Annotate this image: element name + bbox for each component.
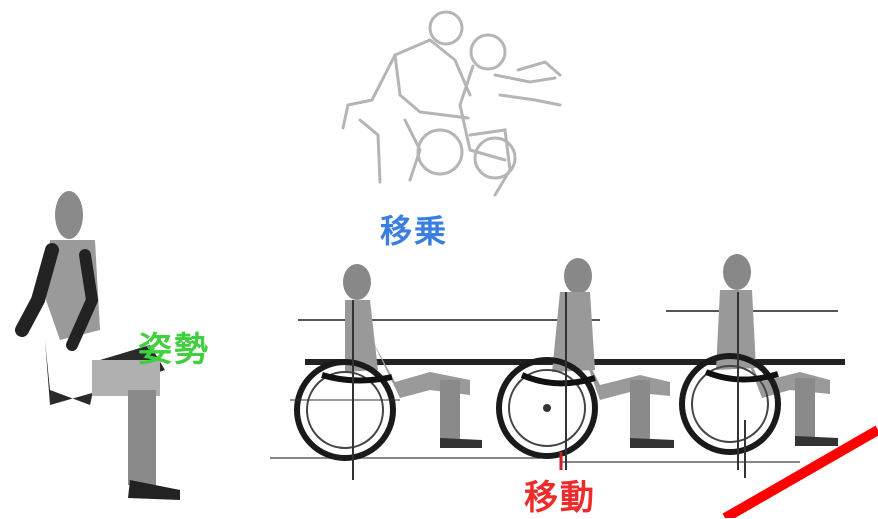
seated-posture-figure (15, 191, 180, 500)
transfer-illustration (341, 10, 562, 197)
transfer-label: 移乗 (380, 212, 449, 250)
red-diagonal-stroke (722, 425, 878, 518)
posture-label: 姿勢 (138, 330, 210, 370)
mobility-label: 移動 (524, 478, 596, 518)
wheelchair-user-figure (496, 258, 674, 470)
wheelchair-user-figure (290, 264, 482, 480)
wheelchair-user-figure (679, 254, 838, 478)
